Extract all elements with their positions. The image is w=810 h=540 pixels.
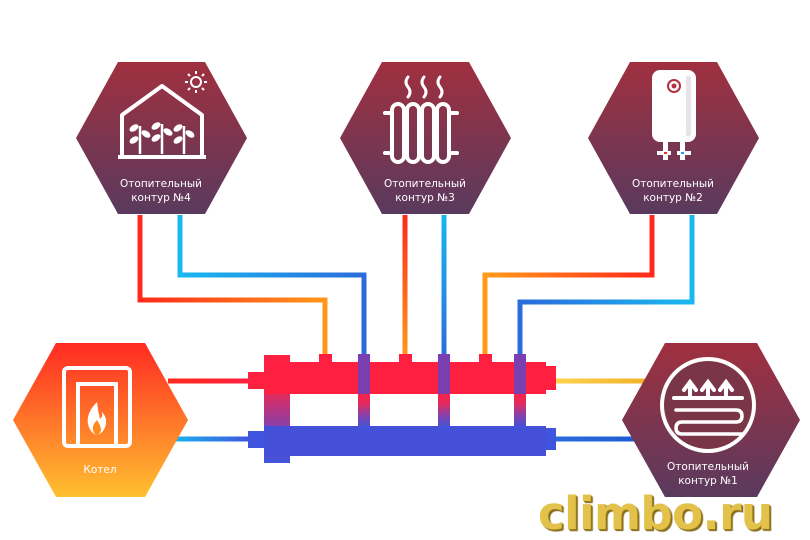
boiler-label-text: Котел xyxy=(83,464,117,476)
pipe-circuit4-return xyxy=(177,215,367,355)
circuit2-label-line1: Отопительный xyxy=(632,178,714,190)
pipe-circuit4-supply xyxy=(137,215,328,355)
hydraulic-manifold xyxy=(248,354,556,463)
boiler-label: Котел xyxy=(25,463,175,477)
circuit1-label-line1: Отопительный xyxy=(667,461,749,473)
circuit4-label-line1: Отопительный xyxy=(120,178,202,190)
circuit2-label: Отопительный контур №2 xyxy=(598,177,748,205)
circuit2-label-line2: контур №2 xyxy=(643,192,703,204)
circuit3-label-line2: контур №3 xyxy=(395,192,455,204)
circuit1-label-line2: контур №1 xyxy=(678,475,738,487)
boiler-node xyxy=(13,343,188,497)
pipes xyxy=(137,215,695,442)
circuit3-label-line1: Отопительный xyxy=(384,178,466,190)
circuit1-node xyxy=(622,343,800,497)
circuit3-label: Отопительный контур №3 xyxy=(350,177,500,205)
greenhouse-icon xyxy=(118,71,207,159)
circuit2-node xyxy=(588,62,759,214)
pipe-circuit2-supply xyxy=(482,215,655,355)
underfloor-heating-icon xyxy=(660,357,756,453)
circuit1-label: Отопительный контур №1 xyxy=(633,460,783,488)
boiler-icon xyxy=(62,366,132,448)
circuit4-label: Отопительный контур №4 xyxy=(86,177,236,205)
circuit4-label-line2: контур №4 xyxy=(131,192,191,204)
radiator-icon xyxy=(383,75,459,164)
watermark: climbo.ru xyxy=(538,487,773,540)
circuit3-node xyxy=(340,62,511,214)
sun-icon xyxy=(185,71,207,93)
water-heater-icon xyxy=(652,70,696,160)
circuit4-node xyxy=(76,62,247,214)
pipe-circuit2-return xyxy=(517,215,695,355)
